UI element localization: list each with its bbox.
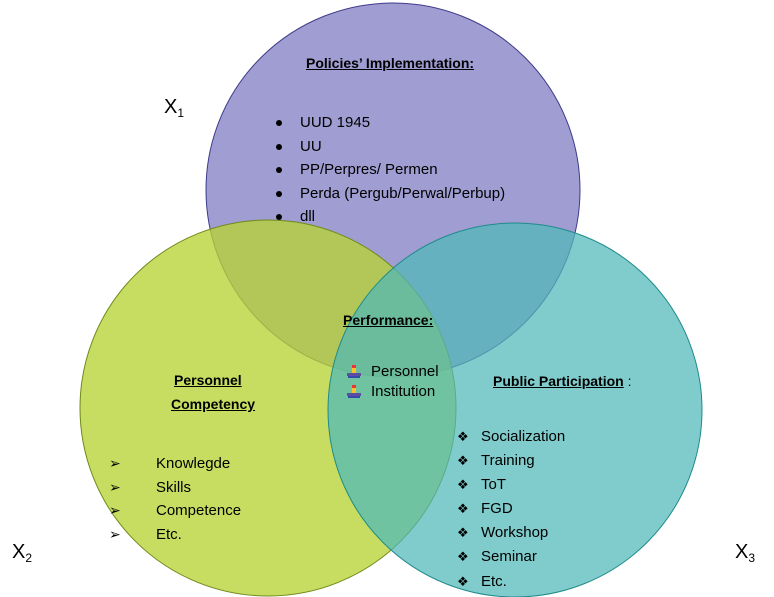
list-item: dll: [272, 205, 505, 229]
x2-letter: X: [12, 541, 26, 563]
diamond-bullet-icon: ❖: [457, 429, 469, 444]
list-item: ➢ Knowlegde: [109, 452, 241, 476]
performance-item-label: Institution: [371, 383, 436, 400]
personnel-heading-line1: Personnel: [174, 372, 242, 388]
x1-label: X1: [164, 96, 184, 120]
public-item-label: Etc.: [481, 572, 507, 590]
list-item: ➢ Competence: [109, 499, 241, 523]
arrow-bullet-icon: ➢: [109, 525, 121, 542]
list-item: UUD 1945: [272, 111, 505, 135]
flag-icon: [347, 385, 361, 398]
diamond-bullet-icon: ❖: [457, 525, 469, 541]
flag-icon: [347, 365, 361, 378]
x1-subscript: 1: [177, 106, 185, 120]
personnel-item-label: Skills: [156, 478, 192, 496]
public-heading-suffix: :: [623, 373, 632, 389]
diamond-bullet-icon: ❖: [457, 501, 469, 517]
personnel-item-label: Competence: [156, 502, 242, 519]
public-item-label: Socialization: [481, 428, 566, 445]
personnel-heading-line2: Competency: [171, 396, 256, 412]
personnel-item-label: Etc.: [156, 525, 182, 543]
list-item: UU: [272, 135, 505, 159]
public-item-label: Workshop: [481, 524, 549, 542]
public-heading-label: Public Participation: [493, 373, 624, 389]
personnel-item-label: Knowlegde: [156, 455, 231, 472]
policies-list: UUD 1945 UU PP/Perpres/ Permen Perda (Pe…: [272, 111, 505, 229]
list-item: ❖ Seminar: [457, 545, 565, 569]
x2-subscript: 2: [25, 551, 33, 565]
arrow-bullet-icon: ➢: [109, 478, 121, 495]
performance-item-label: Personnel: [371, 363, 439, 380]
list-item: ➢ Skills: [109, 476, 241, 500]
public-item-label: FGD: [481, 500, 513, 518]
personnel-list: ➢ Knowlegde ➢ Skills ➢ Competence ➢ Etc.: [109, 452, 241, 546]
list-item: ❖ FGD: [457, 497, 565, 521]
list-item: ❖ Training: [457, 449, 565, 473]
public-list: ❖ Socialization ❖ Training ❖ ToT ❖ FGD ❖ Work…: [457, 425, 565, 594]
public-item-label: Seminar: [481, 548, 537, 566]
list-item: ❖ Workshop: [457, 521, 565, 545]
arrow-bullet-icon: ➢: [109, 455, 121, 471]
diamond-bullet-icon: ❖: [457, 453, 469, 469]
public-circle: [327, 222, 703, 597]
performance-list: Personnel Institution: [343, 362, 439, 402]
diamond-bullet-icon: ❖: [457, 573, 469, 589]
public-item-label: Training: [481, 452, 535, 470]
public-item-label: ToT: [481, 476, 507, 494]
performance-heading: Performance:: [343, 312, 434, 328]
personnel-heading: Personnel Competency: [171, 372, 255, 412]
list-item: ❖ Socialization: [457, 425, 565, 449]
list-item: ➢ Etc.: [109, 523, 241, 547]
x3-letter: X: [735, 541, 749, 563]
diamond-bullet-icon: ❖: [457, 549, 469, 565]
policies-heading: Policies’ Implementation:: [306, 55, 475, 71]
x2-label: X2: [12, 541, 32, 565]
list-item: Personnel: [343, 362, 439, 382]
x1-letter: X: [164, 96, 178, 118]
list-item: Perda (Pergub/Perwal/Perbup): [272, 182, 505, 206]
list-item: PP/Perpres/ Permen: [272, 158, 505, 182]
arrow-bullet-icon: ➢: [109, 502, 121, 518]
list-item: Institution: [343, 382, 439, 402]
diamond-bullet-icon: ❖: [457, 477, 469, 493]
x3-label: X3: [735, 541, 755, 565]
public-heading: Public Participation :: [493, 373, 631, 389]
list-item: ❖ Etc.: [457, 570, 565, 594]
list-item: ❖ ToT: [457, 473, 565, 497]
x3-subscript: 3: [748, 551, 756, 565]
